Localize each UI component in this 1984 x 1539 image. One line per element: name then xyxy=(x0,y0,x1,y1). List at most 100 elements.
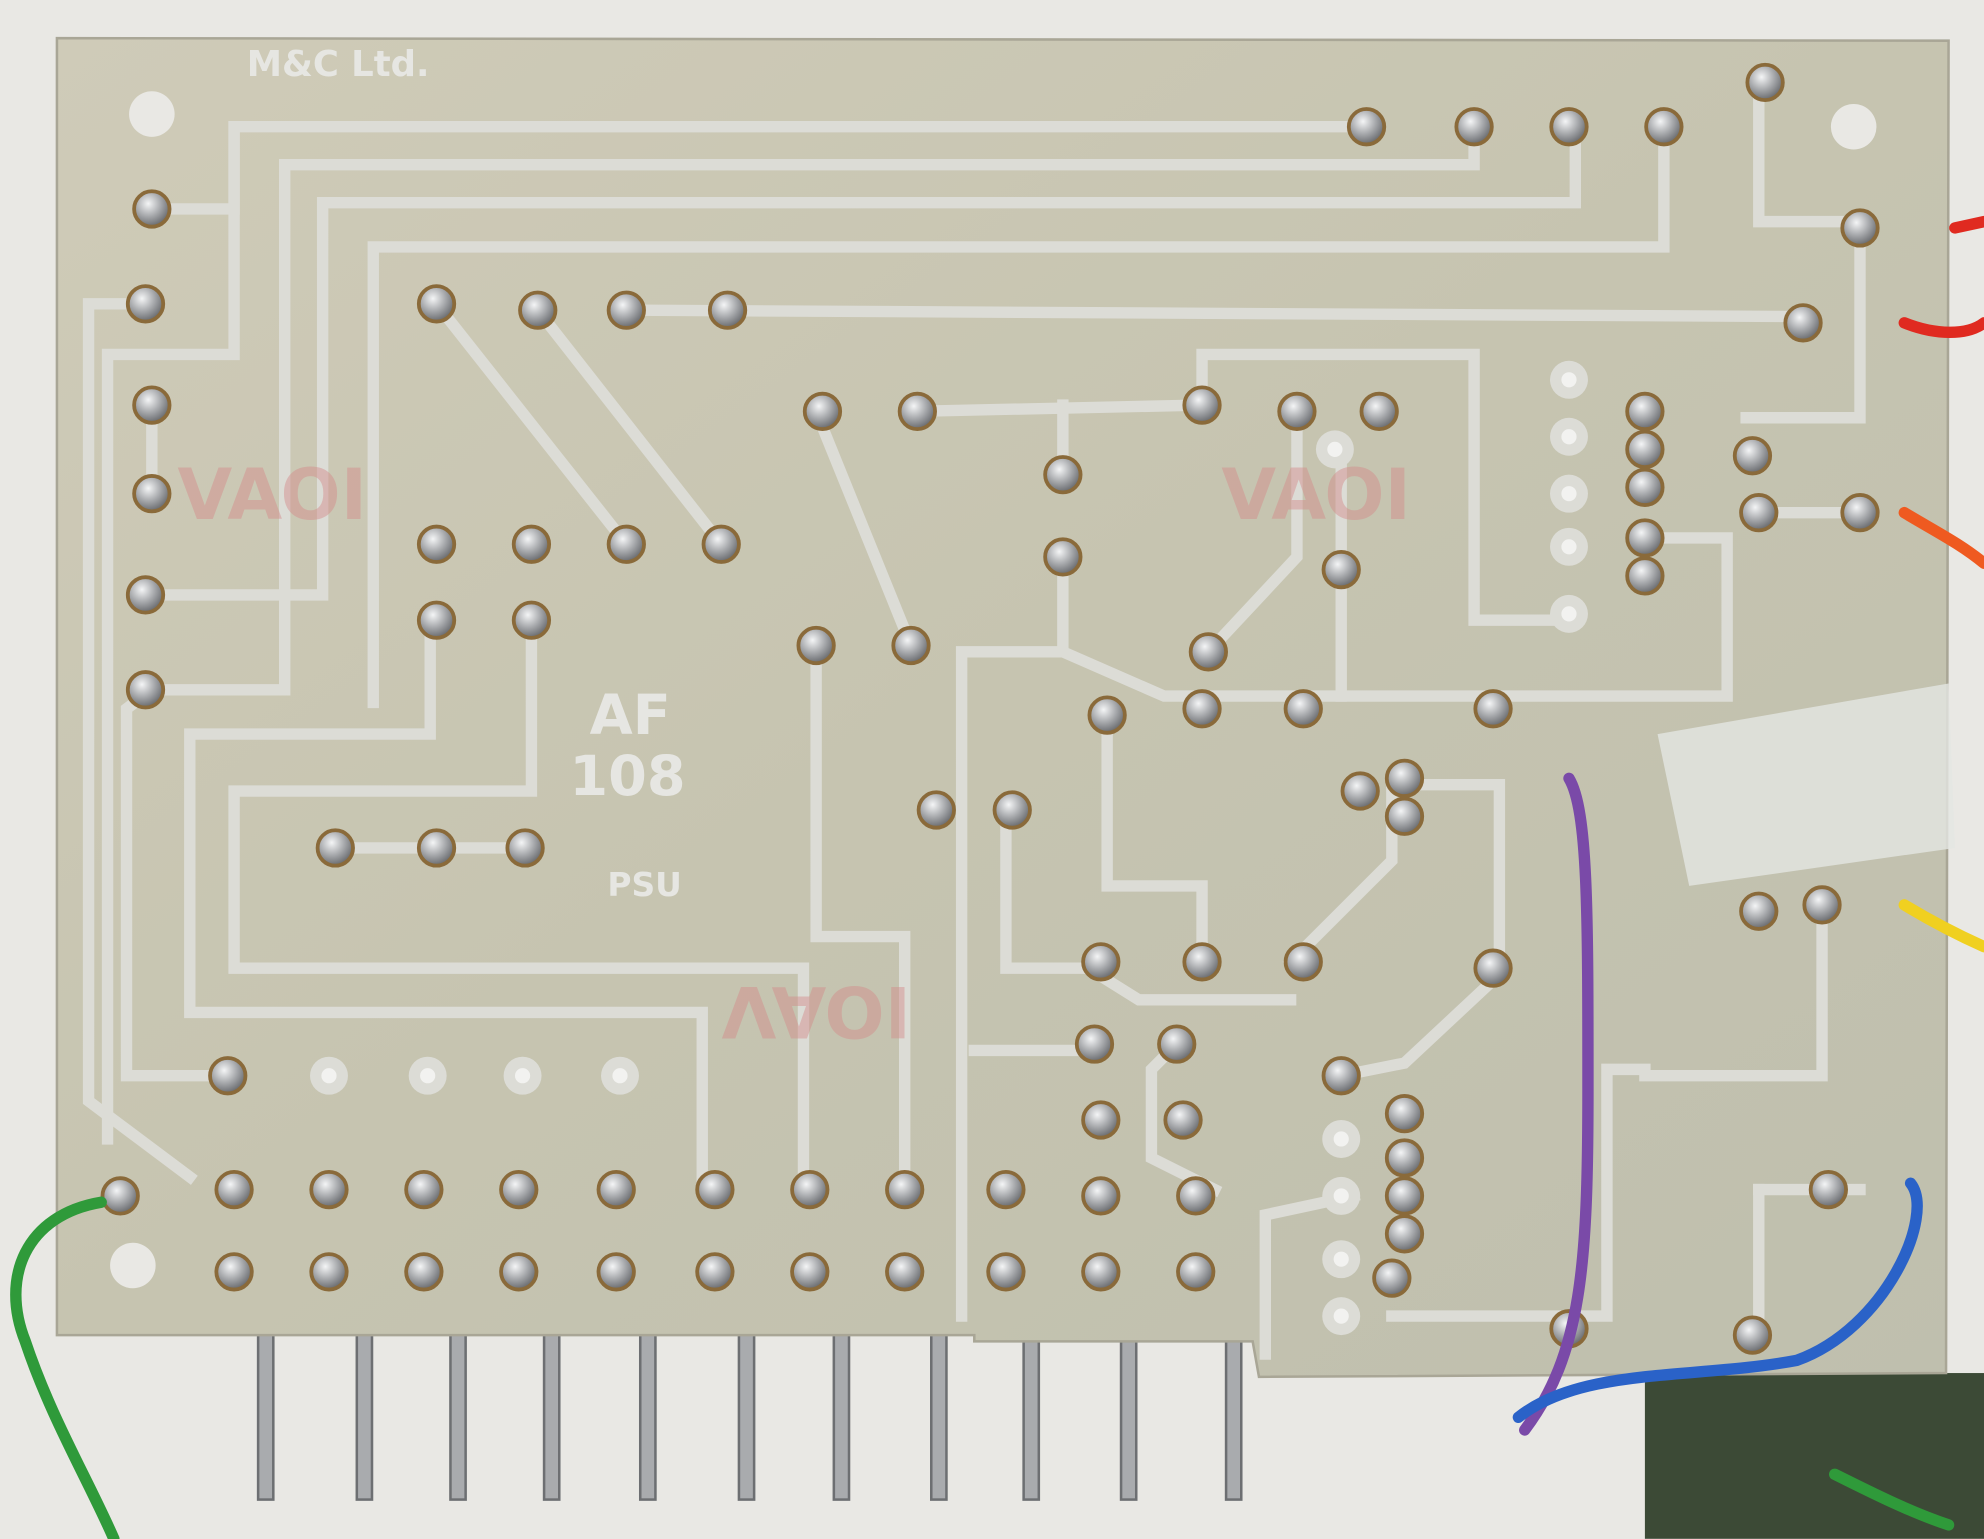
solder-joint xyxy=(796,625,836,666)
solder-joint xyxy=(132,385,172,425)
solder-joint xyxy=(208,1056,248,1096)
edge-connector-pins xyxy=(256,1327,1243,1501)
solder-joint xyxy=(1188,632,1228,672)
solder-joint xyxy=(1454,107,1494,147)
solder-joint xyxy=(1840,208,1880,248)
orange-wire xyxy=(1898,506,1984,569)
solder-joint xyxy=(1157,1024,1197,1064)
solder-joint xyxy=(1081,1252,1121,1292)
solder-joint xyxy=(132,189,172,229)
solder-joint xyxy=(596,1169,636,1210)
model-label-line2: 108 xyxy=(569,744,685,809)
solder-joint xyxy=(1283,689,1323,729)
mirrored-marking: IOAV xyxy=(1221,453,1411,536)
solder-joint xyxy=(701,524,741,564)
drill-hole xyxy=(1561,539,1577,555)
solder-joint xyxy=(707,290,748,330)
solder-joint xyxy=(1384,1176,1425,1216)
solder-joint xyxy=(132,474,172,514)
solder-joint xyxy=(1732,436,1773,476)
solder-joint xyxy=(1802,885,1842,925)
green-wire xyxy=(10,1196,120,1539)
connector-pin xyxy=(542,1327,561,1501)
solder-joint xyxy=(1625,429,1665,469)
solder-joint xyxy=(1081,1100,1121,1140)
solder-joint xyxy=(499,1169,539,1210)
wires xyxy=(10,215,1984,1539)
solder-joint xyxy=(986,1169,1026,1210)
solder-joint xyxy=(1384,1094,1425,1134)
solder-joint xyxy=(499,1252,539,1292)
solder-joint xyxy=(695,1252,735,1292)
blue-wire xyxy=(1512,1177,1923,1424)
solder-joint xyxy=(1074,1024,1115,1064)
solder-joint xyxy=(511,524,552,564)
solder-joint xyxy=(790,1252,830,1292)
drill-hole xyxy=(1333,1251,1349,1267)
solder-joint xyxy=(885,1252,925,1292)
solder-joint xyxy=(986,1252,1026,1292)
connector-pin xyxy=(1224,1327,1243,1501)
drill-hole xyxy=(1333,1308,1349,1324)
solder-joint xyxy=(404,1169,444,1210)
solder-joint xyxy=(1783,303,1823,343)
solder-joint xyxy=(1625,518,1665,558)
solder-joint xyxy=(916,790,956,830)
solder-joint xyxy=(416,284,457,324)
solder-joint xyxy=(125,575,166,615)
solder-joint xyxy=(992,790,1032,830)
solder-joint xyxy=(1176,1176,1216,1216)
solder-joint xyxy=(125,670,166,710)
solder-joint xyxy=(1644,107,1684,147)
solder-joint xyxy=(1283,942,1323,982)
solder-joint xyxy=(315,828,355,868)
solder-joint xyxy=(695,1169,735,1210)
solder-joint xyxy=(1625,556,1665,596)
solder-joint xyxy=(309,1169,349,1210)
solder-joint xyxy=(416,828,457,868)
solder-joint xyxy=(404,1252,444,1292)
solder-joint xyxy=(1384,1138,1425,1178)
mounting-hole xyxy=(129,91,175,137)
connector-pin xyxy=(832,1327,851,1501)
solder-joint xyxy=(1182,385,1222,425)
solder-joint xyxy=(1745,62,1785,103)
drill-hole xyxy=(1561,372,1577,388)
connector-pin xyxy=(355,1327,374,1501)
solder-joint xyxy=(1081,1176,1121,1216)
solder-joint xyxy=(1277,391,1317,432)
solder-joint xyxy=(1321,1056,1361,1096)
solder-joint xyxy=(596,1252,636,1292)
solder-joint xyxy=(1359,391,1399,432)
red-wire-top xyxy=(1949,215,1984,234)
connector-pin xyxy=(930,1327,948,1501)
drill-hole xyxy=(1333,1131,1349,1147)
solder-joint xyxy=(125,284,166,324)
solder-joint xyxy=(1473,948,1513,988)
solder-joint xyxy=(1473,689,1513,729)
drill-hole xyxy=(1333,1188,1349,1204)
solder-joint xyxy=(1163,1100,1203,1140)
red-wire xyxy=(1898,317,1984,339)
drill-hole xyxy=(1561,606,1577,622)
solder-joint xyxy=(1346,107,1387,147)
solder-joint xyxy=(309,1252,349,1292)
solder-joint xyxy=(214,1252,254,1292)
function-label: PSU xyxy=(607,865,681,904)
solder-joint xyxy=(1625,391,1665,432)
solder-joint xyxy=(1549,107,1589,147)
drill-hole xyxy=(1561,486,1577,502)
solder-joint xyxy=(1384,1214,1425,1254)
drill-hole xyxy=(420,1068,436,1084)
solder-joint xyxy=(897,391,937,432)
solder-joint xyxy=(891,625,931,666)
drill-hole xyxy=(1561,429,1577,445)
solder-joint xyxy=(1625,467,1665,507)
solder-joint xyxy=(214,1169,254,1210)
solder-joint xyxy=(1739,891,1779,931)
solder-joint xyxy=(1321,549,1361,590)
solder-joint xyxy=(1384,796,1425,836)
connector-pin xyxy=(1119,1327,1138,1501)
solder-joint xyxy=(1739,493,1779,533)
solder-joint xyxy=(885,1169,925,1210)
